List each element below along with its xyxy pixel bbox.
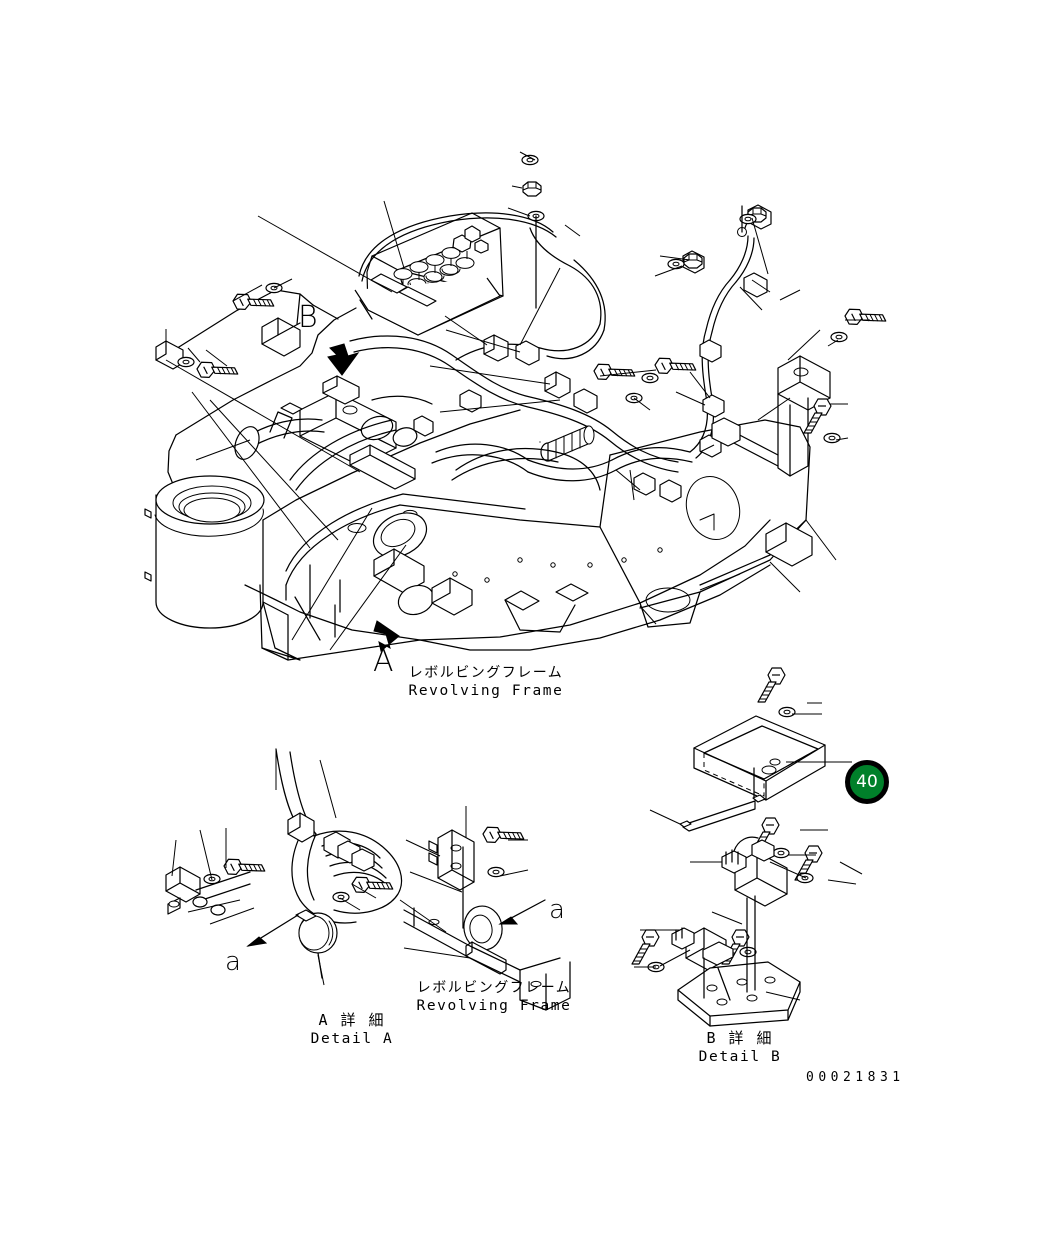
revolving-frame-deck — [155, 289, 357, 490]
detail-a-geometry — [165, 748, 403, 979]
detail-ref-a-right-label: a — [549, 895, 566, 925]
battery-and-tray — [354, 212, 504, 336]
section-marker-b-label: B — [298, 300, 318, 335]
detail-a-caption-en: Detail A — [310, 1031, 394, 1047]
detail-a-caption-jp: A 詳 細 — [318, 1011, 386, 1029]
detail-b-caption-jp: B 詳 細 — [706, 1029, 774, 1047]
centre-boss-and-mounts — [234, 375, 473, 616]
rear-right-bracket — [711, 355, 831, 567]
detail-a-frame-clamp — [403, 814, 571, 1011]
detail-ref-a-left-label: a — [225, 947, 242, 977]
detail-b-geometry — [631, 667, 826, 1027]
leader-lines — [165, 151, 870, 1001]
section-arrow-a — [373, 620, 400, 652]
detail-a-subcaption-jp: レボルビングフレーム — [416, 980, 572, 996]
detail-a-subcaption-en: Revolving Frame — [416, 998, 572, 1014]
main-view-fasteners — [177, 154, 887, 444]
main-view-caption-jp: レボルビングフレーム — [408, 665, 564, 681]
battery-hold-down-rod — [358, 212, 557, 307]
callout-part-40[interactable]: 40 — [845, 760, 889, 804]
main-view-frame-geometry — [144, 154, 887, 661]
detail-b-caption-en: Detail B — [698, 1049, 782, 1065]
section-marker-a-label: A — [373, 644, 394, 679]
left-pipe-elbow — [289, 419, 601, 491]
swing-post-cylinder — [144, 475, 265, 629]
drawing-number: 00021831 — [806, 1070, 905, 1085]
section-arrow-b — [327, 343, 360, 376]
main-view-caption-en: Revolving Frame — [408, 683, 564, 699]
section-arrow-markers — [327, 343, 400, 652]
